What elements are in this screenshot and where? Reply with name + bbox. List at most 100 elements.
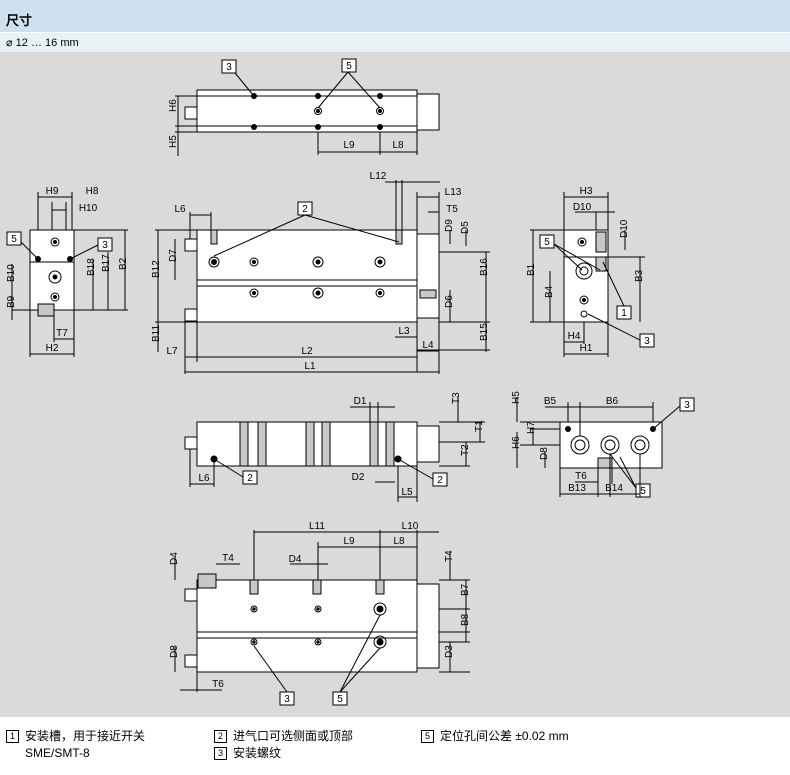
- dim-B15: B15: [479, 323, 490, 341]
- callout-3: 3: [284, 694, 290, 705]
- legend-text: SME/SMT-8: [25, 746, 90, 760]
- dim-D7: D7: [168, 249, 179, 262]
- dim-L2: L2: [301, 346, 313, 357]
- dim-L1: L1: [304, 361, 316, 372]
- dim-B1: B1: [526, 263, 537, 276]
- dim-D10: D10: [573, 202, 592, 213]
- legend-number-box: 1: [6, 730, 19, 743]
- drawing-svg: 3 5 L9 L8 H6 H5 5 3: [6, 58, 695, 706]
- front-view: 2 L6 L12 L13 T5 D9 D5 B16 D6 B15 L3 L4: [151, 171, 490, 374]
- dim-B4: B4: [544, 285, 555, 298]
- dim-B14: B14: [605, 483, 623, 494]
- callout-3: 3: [644, 336, 650, 347]
- dim-L6: L6: [198, 473, 210, 484]
- dim-L7: L7: [166, 346, 178, 357]
- dim-D4: D4: [289, 554, 302, 565]
- technical-drawing: 3 5 L9 L8 H6 H5 5 3: [0, 52, 790, 717]
- callout-5: 5: [346, 61, 352, 72]
- dim-L11: L11: [309, 521, 325, 532]
- dim-B5: B5: [544, 396, 557, 407]
- dim-L4: L4: [422, 340, 434, 351]
- dim-B12: B12: [151, 260, 162, 278]
- dim-H5: H5: [511, 391, 522, 404]
- dim-L6: L6: [174, 204, 186, 215]
- dim-D4-side: D4: [169, 552, 180, 565]
- dim-T6: T6: [212, 679, 224, 690]
- size-range: ⌀ 12 … 16 mm: [6, 37, 79, 49]
- dim-H8: H8: [86, 186, 99, 197]
- dim-B6: B6: [606, 396, 619, 407]
- dim-H1: H1: [580, 343, 593, 354]
- dim-L13: L13: [445, 187, 462, 198]
- callout-3: 3: [226, 62, 232, 73]
- dim-D3: D3: [444, 645, 455, 658]
- dim-B9: B9: [6, 295, 17, 308]
- dim-B2: B2: [118, 257, 129, 270]
- dim-D8: D8: [539, 447, 550, 460]
- dim-L9: L9: [343, 536, 355, 547]
- dim-D10-side: D10: [619, 219, 630, 238]
- dim-B13: B13: [568, 483, 586, 494]
- dim-T3: T3: [451, 392, 462, 404]
- legend-text: 进气口可选侧面或顶部: [233, 729, 354, 743]
- page-title: 尺寸: [6, 13, 33, 28]
- callout-2: 2: [247, 473, 253, 484]
- dim-H7: H7: [526, 421, 537, 434]
- callout-2: 2: [302, 204, 308, 215]
- left-end-view: 5 3 H9 H8 H10 B2 B17 B18 B10 B9 T7 H2: [6, 186, 129, 357]
- callout-1: 1: [621, 308, 627, 319]
- legend-number-box: 2: [214, 730, 227, 743]
- legend-text: 定位孔间公差 ±0.02 mm: [440, 729, 569, 743]
- dim-L9: L9: [343, 140, 355, 151]
- dim-B18: B18: [86, 258, 97, 276]
- dim-H10: H10: [79, 203, 98, 214]
- legend-text: 安装槽，用于接近开关: [25, 729, 146, 743]
- callout-3: 3: [684, 400, 690, 411]
- callout-5: 5: [544, 237, 550, 248]
- title-bar: 尺寸: [0, 0, 790, 32]
- dim-B8: B8: [460, 613, 471, 626]
- dim-T5: T5: [446, 204, 458, 215]
- dim-B11: B11: [151, 325, 162, 342]
- dim-T6: T6: [575, 471, 587, 482]
- dim-T1: T1: [474, 420, 485, 432]
- legend-item-5: 5 定位孔间公差 ±0.02 mm: [421, 728, 569, 745]
- dim-B16: B16: [479, 258, 490, 276]
- dim-T4: T4: [222, 553, 234, 564]
- callout-3: 3: [102, 240, 108, 251]
- dim-D9: D9: [444, 219, 455, 232]
- rear-end-view: 3 5 B5 B6 H5 H7 H6 D8 T6 B13 B14: [511, 391, 695, 498]
- dim-B17: B17: [101, 254, 112, 272]
- dim-T2: T2: [460, 444, 471, 456]
- callout-5: 5: [337, 694, 343, 705]
- dim-H6: H6: [511, 436, 522, 449]
- callout-5: 5: [11, 234, 17, 245]
- section-view: 2 2 D1 D2 L5 L6 T3 T1 T2: [184, 392, 485, 502]
- dim-H6: H6: [168, 99, 179, 112]
- bottom-view: 3 5 L11 L10 L9 L8 D4 T4 D4 D8 T6 T4: [169, 521, 471, 706]
- dim-H4: H4: [568, 331, 581, 342]
- top-view: 3 5 L9 L8 H6 H5: [168, 58, 440, 156]
- dim-H5: H5: [168, 135, 179, 148]
- callout-2: 2: [437, 475, 443, 486]
- dim-L10: L10: [402, 521, 419, 532]
- callout-5: 5: [640, 486, 646, 497]
- dim-B3: B3: [634, 269, 645, 282]
- dim-L5: L5: [401, 487, 413, 498]
- dim-L12: L12: [370, 171, 387, 182]
- legend-number-box: 5: [421, 730, 434, 743]
- dim-B7: B7: [460, 583, 471, 596]
- dim-H3: H3: [580, 186, 593, 197]
- dim-L8: L8: [393, 536, 405, 547]
- dim-B10: B10: [6, 264, 17, 282]
- dim-L8: L8: [392, 140, 404, 151]
- right-end-view: 5 1 3 H3 D10 D10 B3 B1 B4 H4 H1: [526, 186, 655, 357]
- dim-D5: D5: [460, 221, 471, 234]
- size-range-bar: ⌀ 12 … 16 mm: [0, 32, 790, 53]
- dim-D6: D6: [444, 295, 455, 308]
- legend-number-box: 3: [214, 747, 227, 760]
- dim-D1: D1: [354, 396, 367, 407]
- dim-D2: D2: [352, 472, 365, 483]
- dim-H9: H9: [46, 186, 59, 197]
